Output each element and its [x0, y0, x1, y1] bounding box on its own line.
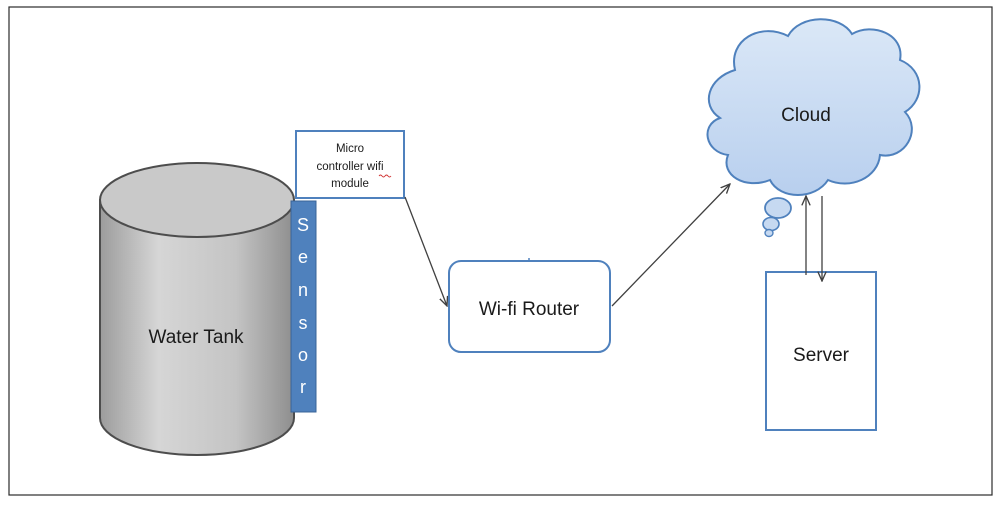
server-box	[765, 271, 877, 431]
spellcheck-underline	[378, 174, 392, 178]
server: Server	[765, 271, 877, 431]
cloud-bubble-small	[764, 228, 774, 238]
server-label: Server	[793, 345, 850, 366]
arrow-module-to-router	[404, 196, 447, 306]
cloud-bubble-medium	[762, 216, 780, 232]
sensor-char: n	[298, 280, 308, 300]
cloud-label: Cloud	[781, 105, 831, 126]
outer-border	[8, 6, 993, 496]
tank-label: Water Tank	[148, 327, 244, 348]
wifi-router: Wi-fi Router	[448, 258, 611, 353]
arrow-router-to-cloud	[611, 184, 730, 307]
cloud-bubble-large	[764, 197, 792, 219]
module-label-line: module	[331, 178, 369, 190]
sensor: S e n s o r	[290, 200, 317, 413]
module-label-line: controller wifi	[316, 161, 383, 173]
sensor-char: e	[298, 247, 308, 267]
cloud-shape	[706, 18, 921, 196]
sensor-char: s	[299, 313, 308, 333]
sensor-char: S	[297, 215, 309, 235]
water-tank: Water Tank	[99, 162, 295, 456]
tank-top	[99, 162, 295, 238]
router-label: Wi-fi Router	[479, 299, 580, 320]
sensor-char: o	[298, 345, 308, 365]
sensor-bar	[290, 200, 317, 413]
module-label-line: Micro	[336, 143, 364, 155]
sensor-char: r	[300, 377, 306, 397]
module-box	[295, 130, 405, 199]
microcontroller-module: Micro controller wifi module	[295, 130, 405, 199]
cloud: Cloud	[706, 18, 921, 238]
